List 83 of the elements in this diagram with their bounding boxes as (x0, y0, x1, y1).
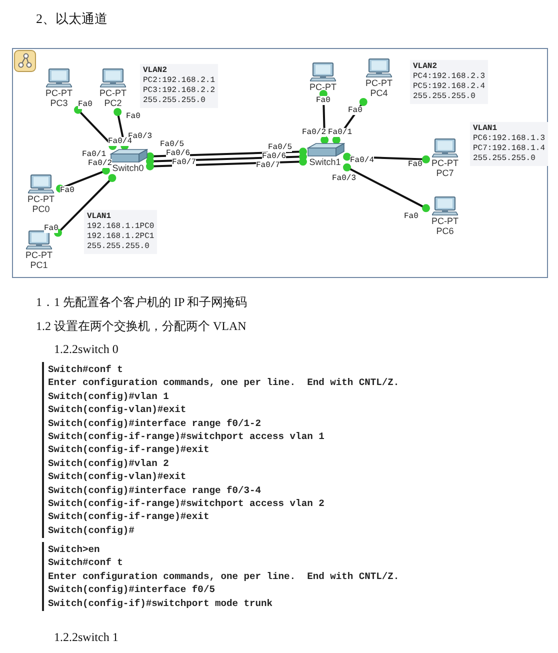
info-text: VLAN2 (143, 66, 168, 76)
info-box (470, 122, 548, 166)
port-label: Fa0/4 (108, 137, 132, 146)
device-label: PC-PT (26, 250, 52, 260)
port-label: Fa0 (60, 186, 74, 195)
code-line: Switch(config-if-range)#switchport access vlan 1 (48, 431, 324, 443)
code-line: Switch(config)#vlan 1 (48, 390, 169, 403)
code-line: Switch(config)#vlan 2 (48, 458, 169, 470)
port-label: Fa0 (316, 96, 330, 105)
device-label: PC-PT (366, 78, 392, 88)
port-label: Fa0 (126, 112, 140, 121)
info-text: 255.255.255.0 (143, 96, 206, 106)
info-text: PC2:192.168.2.1 (143, 76, 216, 86)
info-text: PC4:192.168.2.3 (413, 72, 486, 82)
paragraph: 1.2.2switch 0 (54, 342, 118, 357)
device-label: PC6 (436, 226, 454, 236)
info-text: VLAN1 (87, 212, 112, 222)
cable-line (56, 166, 110, 193)
paragraph: 1.2.2switch 1 (54, 630, 118, 645)
title: 2、以太通道 (36, 10, 108, 28)
cable-line (54, 174, 116, 237)
port-label: Fa0/6 (262, 152, 286, 161)
port-label: Fa0 (78, 100, 92, 109)
code-line: Switch(config-vlan)#exit (48, 404, 186, 416)
device-label: PC-PT (28, 194, 54, 204)
device-label: PC4 (370, 88, 388, 98)
info-text: 255.255.255.0 (413, 92, 476, 102)
device-label: Switch0 (112, 163, 144, 173)
code-line: Switch(config)# (48, 524, 134, 537)
device-label: PC1 (30, 260, 48, 270)
port-label: Fa0/3 (332, 174, 356, 183)
port-label: Fa0/1 (82, 150, 106, 159)
port-label: Fa0 (408, 160, 422, 169)
code-line: Switch>en (48, 544, 100, 556)
port-label: Fa0/7 (172, 158, 196, 167)
code-line: Enter configuration commands, one per line. End with CNTL/Z. (48, 377, 400, 390)
paragraph: 1．1 先配置各个客户机的 IP 和子网掩码 (36, 294, 248, 311)
port-label: Fa0/5 (268, 143, 292, 152)
code-line: Switch#conf t (48, 557, 123, 570)
device-label: PC-PT (432, 158, 458, 168)
port-label: Fa0/2 (302, 128, 326, 137)
info-box (84, 210, 158, 254)
code-line: Switch(config-vlan)#exit (48, 471, 186, 484)
port-label: Fa0/4 (350, 156, 374, 165)
info-text: PC6:192.168.1.3 (473, 134, 546, 144)
port-label: Fa0/1 (328, 128, 352, 137)
info-text: 192.168.1.2PC1 (87, 232, 154, 242)
info-text: 192.168.1.1PC0 (87, 222, 154, 232)
port-label: Fa0 (348, 106, 362, 115)
info-text: PC7:192.168.1.4 (473, 144, 546, 154)
code-line: Enter configuration commands, one per line. End with CNTL/Z. (48, 570, 400, 583)
port-label: Fa0/7 (256, 161, 280, 170)
port-label: Fa0/6 (166, 149, 190, 158)
cable-line (343, 163, 430, 212)
device-label: PC3 (50, 98, 68, 108)
code-line: Switch(config-if-range)#exit (48, 511, 210, 524)
device-label: PC7 (436, 168, 454, 178)
device-label: PC0 (32, 204, 50, 214)
device-label: PC-PT (100, 88, 126, 98)
cable-line (74, 106, 117, 150)
port-label: Fa0 (404, 212, 418, 221)
code-line: Switch(config-if)#switchport mode trunk (48, 598, 273, 610)
code-line: Switch(config)#interface f0/5 (48, 584, 215, 596)
device-label: Switch1 (309, 157, 341, 167)
device-label: PC2 (104, 98, 122, 108)
info-text: PC3:192.168.2.2 (143, 86, 216, 96)
info-text: VLAN1 (473, 124, 498, 134)
info-text: PC5:192.168.2.4 (413, 82, 486, 92)
code-line: Switch(config-if-range)#switchport access vlan 2 (48, 498, 324, 510)
paragraph: 1.2 设置在两个交换机，分配两个 VLAN (36, 318, 246, 335)
device-label: PC-PT (46, 88, 72, 98)
port-label: Fa0 (44, 224, 58, 233)
device-label: PC-PT (432, 216, 458, 226)
code-line: Switch#conf t (48, 364, 123, 376)
info-text: 255.255.255.0 (87, 242, 150, 252)
device-label: PC-PT (310, 82, 336, 92)
code-line: Switch(config-if-range)#exit (48, 444, 210, 456)
code-line: Switch(config)#interface range f0/1-2 (48, 418, 262, 430)
port-label: Fa0/5 (160, 140, 184, 149)
code-line: Switch(config)#interface range f0/3-4 (48, 484, 262, 497)
info-text: 255.255.255.0 (473, 154, 536, 164)
port-label: Fa0/2 (88, 159, 112, 168)
info-text: VLAN2 (413, 62, 438, 72)
